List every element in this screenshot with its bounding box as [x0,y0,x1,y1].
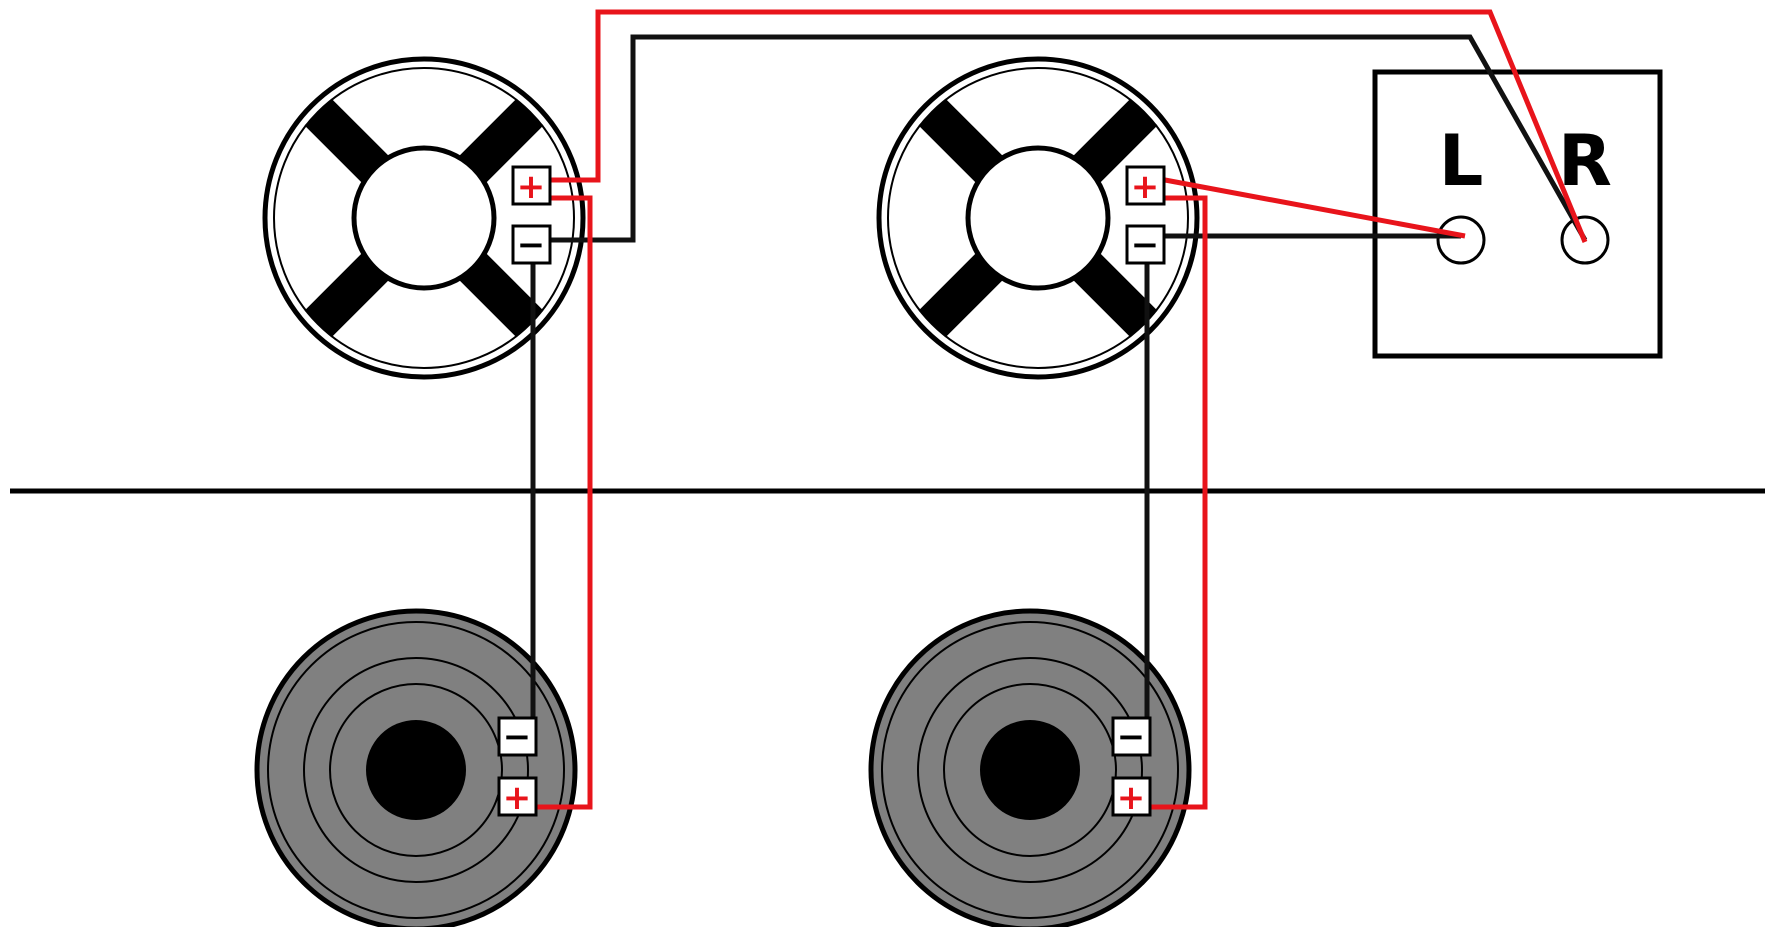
svg-text:+: + [503,778,532,818]
svg-text:+: + [1117,778,1146,818]
svg-text:−: − [1131,225,1160,265]
terminal-positive-lower-left: + [497,776,538,818]
terminal-positive-lower-right: + [1111,776,1152,818]
wire-pos-upper-right-to-woofer [1150,195,1208,810]
terminal-negative-lower-right: − [1111,716,1152,757]
terminal-negative-upper-right: − [1125,224,1166,265]
terminal-negative-upper-left: − [511,224,552,265]
wire-pos-amp-l-to-upper-right [1164,177,1466,239]
svg-text:−: − [1117,717,1146,757]
wire-pos-upper-left-to-woofer [535,195,593,810]
svg-text:+: + [517,167,546,207]
amplifier-right-label: R [1558,120,1612,202]
negative-wires [530,34,1588,720]
terminal-positive-upper-right: + [1125,165,1166,207]
positive-wires [535,9,1588,810]
terminal-negative-lower-left: − [497,716,538,757]
terminal-positive-upper-left: + [511,165,552,207]
amplifier-left-terminal [1436,215,1486,265]
wire-neg-amp-r-to-upper-left [550,34,1588,243]
woofer-lower-right [868,608,1192,927]
speaker-upper-left [262,56,586,380]
svg-text:−: − [503,717,532,757]
amplifier-box [1372,69,1663,359]
speaker-upper-right [876,56,1200,380]
svg-text:−: − [517,225,546,265]
wire-pos-amp-r-to-upper-left [550,9,1588,243]
amplifier: L R [1372,69,1663,359]
amplifier-left-label: L [1439,120,1484,202]
svg-text:+: + [1131,167,1160,207]
woofer-lower-left [254,608,578,927]
